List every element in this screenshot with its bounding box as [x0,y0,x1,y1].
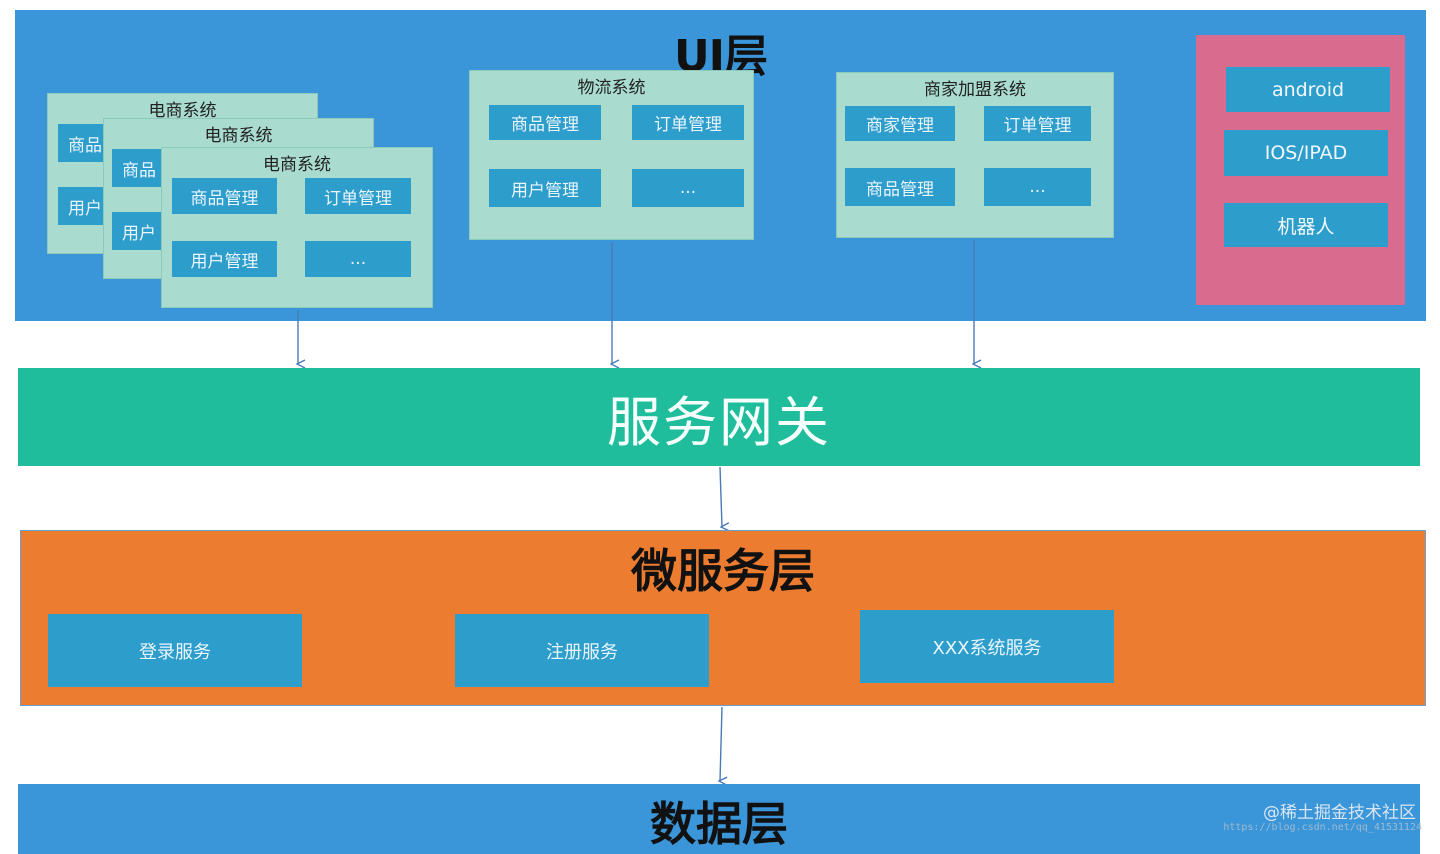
gateway-title: 服务网关 [607,390,831,454]
module-box: 订单管理 [984,106,1091,141]
device-robot: 机器人 [1224,203,1388,247]
watermark-url: https://blog.csdn.net/qq_41531124 [1223,822,1422,833]
merchant-system: 商家加盟系统 商家管理 订单管理 商品管理 ... [836,72,1114,238]
ecommerce-system-front: 电商系统 商品管理 订单管理 用户管理 ... [161,147,433,308]
service-gateway: 服务网关 [18,368,1420,466]
data-layer: 数据层 [18,784,1420,854]
microservice-layer: 微服务层 登录服务 注册服务 XXX系统服务 [20,530,1426,706]
system-title: 物流系统 [577,78,646,98]
arrow-microservice-to-data [720,706,722,781]
data-layer-title: 数据层 [650,797,788,851]
microservice-layer-title: 微服务层 [631,544,815,598]
module-box: 订单管理 [632,105,744,140]
module-box: 用户管理 [172,241,277,277]
device-panel: android IOS/IPAD 机器人 [1196,35,1405,305]
module-box: ... [305,241,411,277]
system-title: 电商系统 [263,155,331,175]
login-service: 登录服务 [48,614,302,687]
system-title: 电商系统 [204,126,273,146]
module-box: ... [632,169,744,207]
module-box: 商家管理 [845,106,955,141]
module-box: ... [984,168,1091,206]
system-title: 商家加盟系统 [924,80,1026,100]
module-box: 商品管理 [845,168,955,206]
arrow-gateway-to-microservice [719,466,722,527]
module-box: 商品管理 [172,178,277,214]
device-ios-ipad: IOS/IPAD [1224,130,1388,176]
module-box: 用户管理 [489,169,601,207]
watermark-text: @稀土掘金技术社区 [1263,803,1416,823]
register-service: 注册服务 [455,614,709,687]
logistics-system: 物流系统 商品管理 订单管理 用户管理 ... [469,70,754,240]
xxx-system-service: XXX系统服务 [860,610,1114,683]
module-box: 商品管理 [489,105,601,140]
module-box: 订单管理 [305,178,411,214]
device-android: android [1226,67,1390,112]
system-title: 电商系统 [148,101,217,121]
